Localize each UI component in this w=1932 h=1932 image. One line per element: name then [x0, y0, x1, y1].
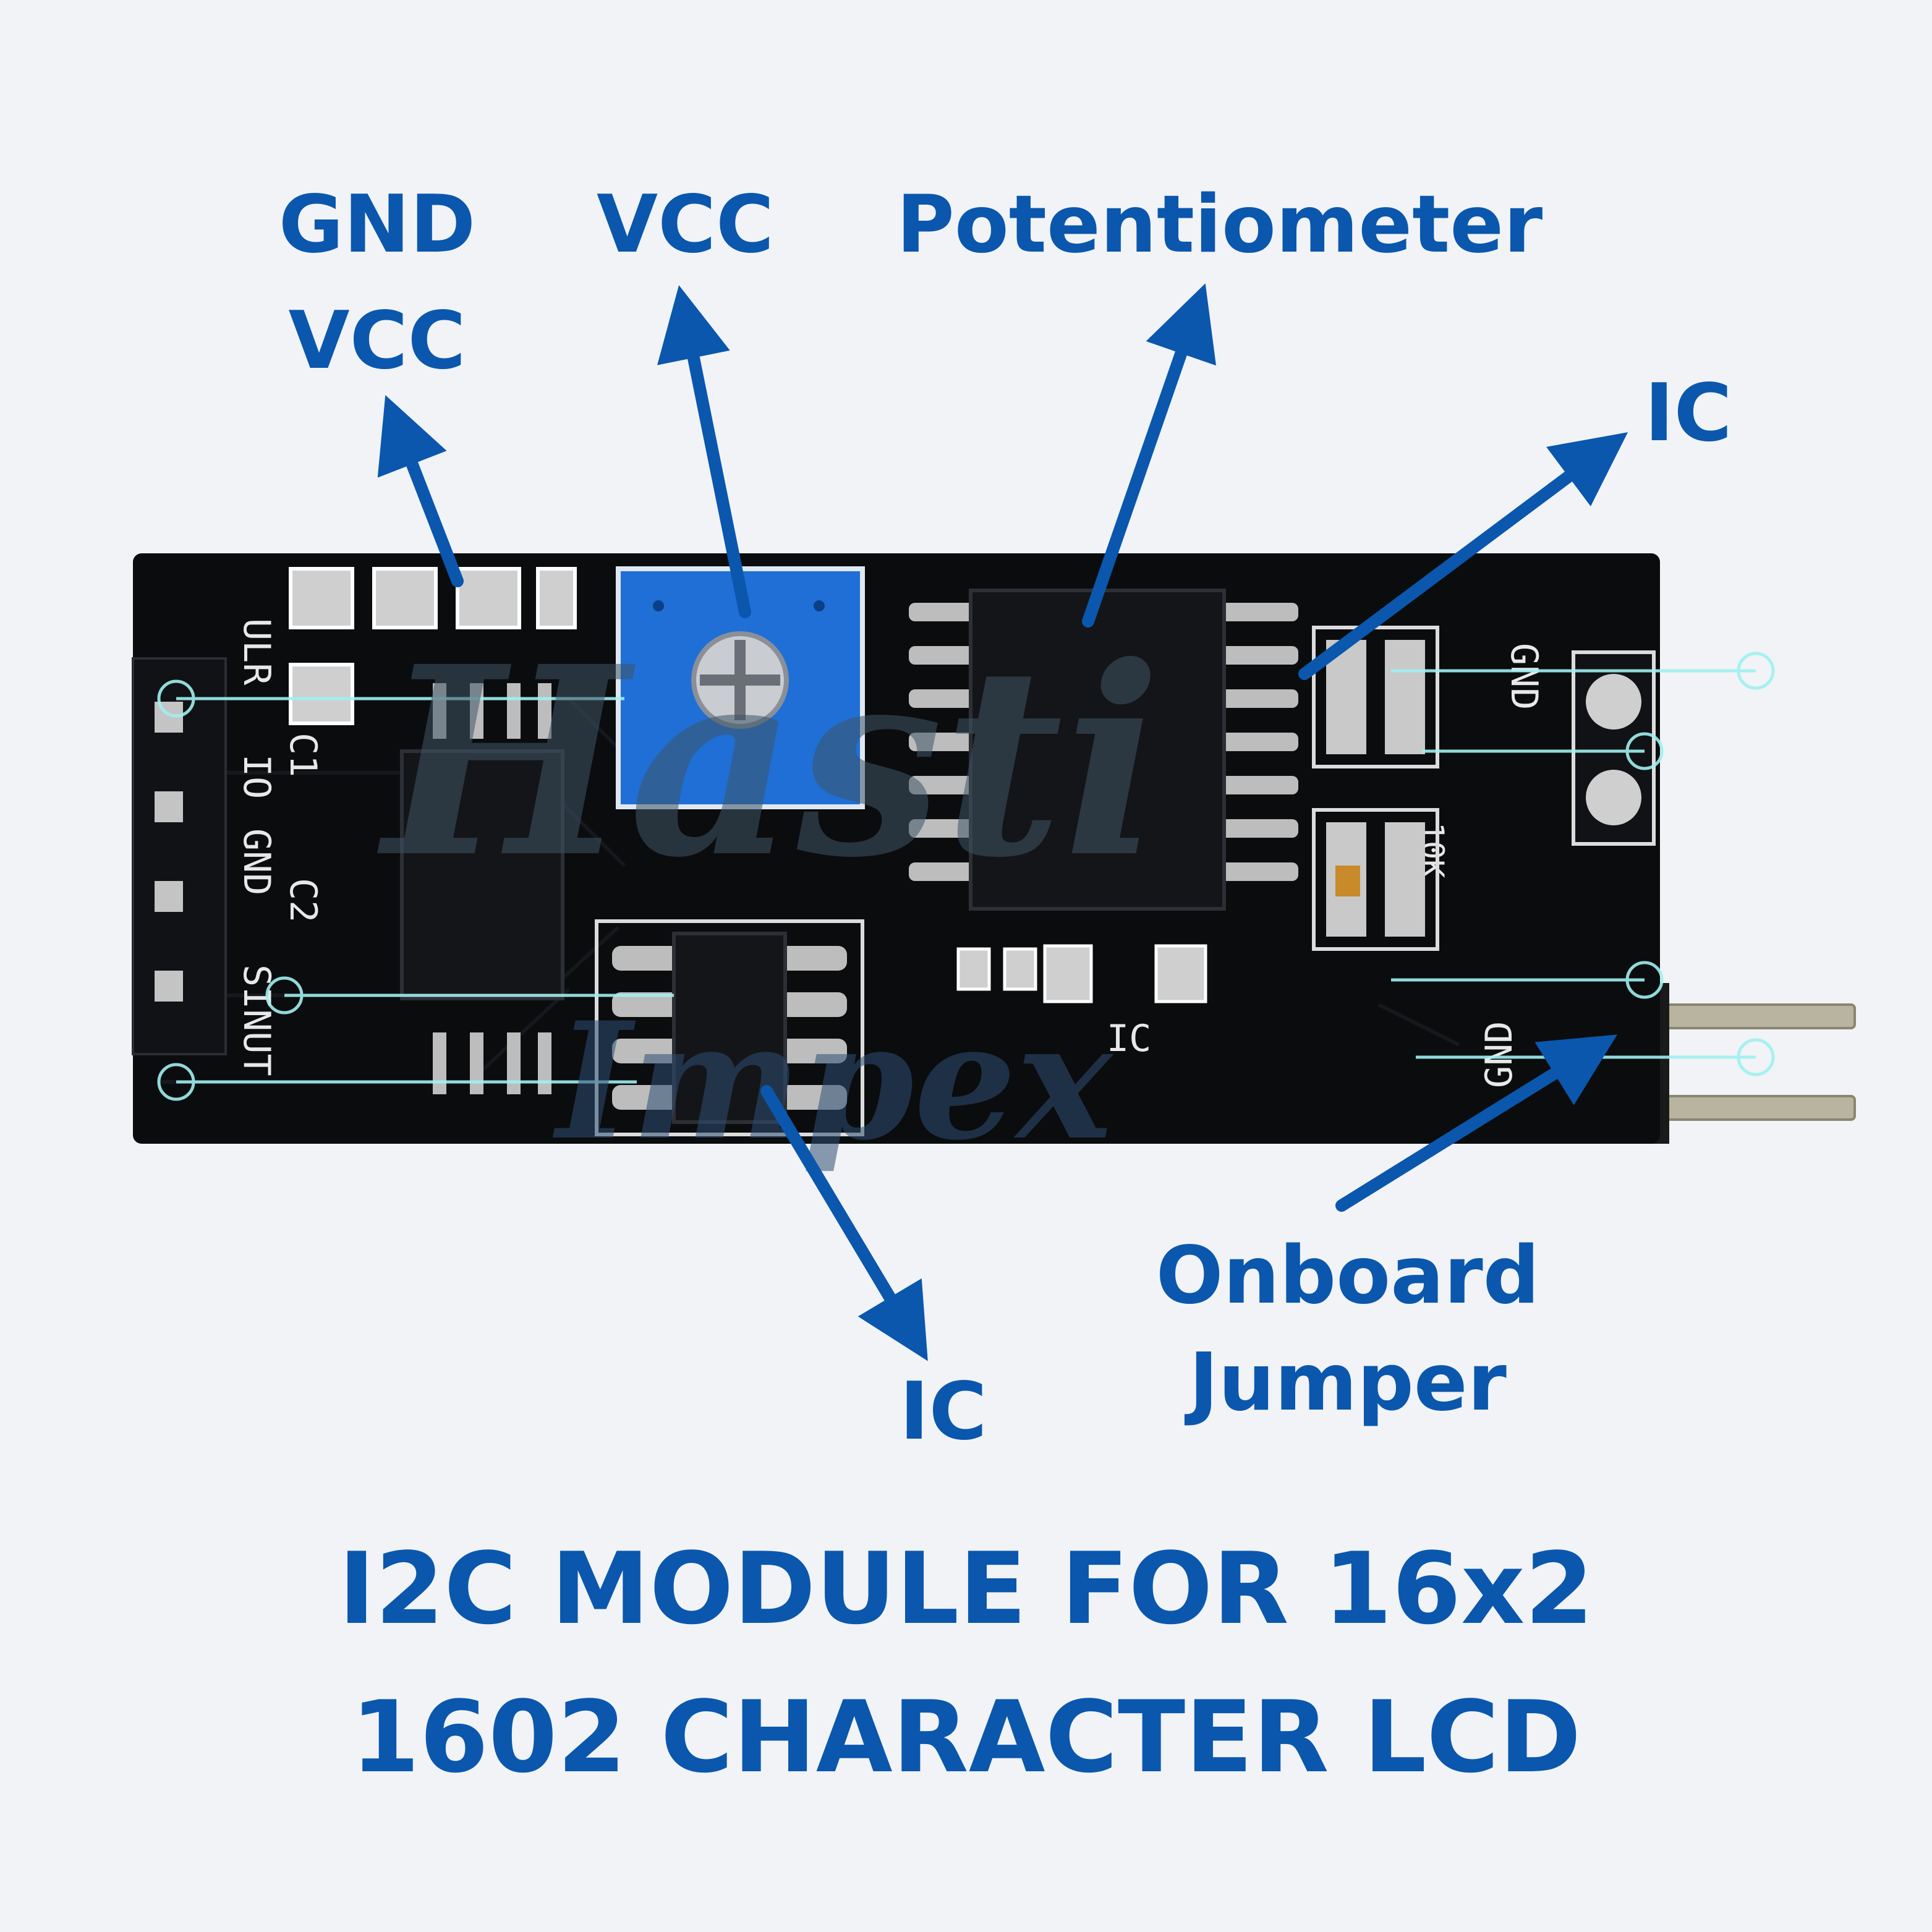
caption-line-2: 1602 CHARACTER LCD — [351, 1679, 1581, 1795]
main-ic — [909, 589, 1298, 911]
arrow-gnd-vcc — [377, 395, 464, 587]
jumper-pads — [1572, 650, 1656, 846]
silk-io: IO — [235, 754, 278, 799]
label-potentiometer: Potentiometer — [896, 179, 1543, 271]
arrow-ic-bottom — [760, 1085, 928, 1361]
label-gnd: GND — [278, 179, 476, 271]
callout-arrows — [377, 283, 1628, 1361]
silk-ic-small: IC — [1107, 1017, 1151, 1060]
smd-pads-top-left — [289, 567, 577, 725]
arrow-onboard-jumper — [1335, 1034, 1617, 1212]
arrow-vcc-top — [657, 285, 751, 618]
decor-lines — [157, 652, 1775, 1101]
label-jumper: Jumper — [1189, 1337, 1507, 1429]
smd-pads-middle — [956, 944, 1207, 1003]
label-ic-bottom: IC — [900, 1366, 987, 1458]
silk-gnd-left: GND — [235, 828, 278, 895]
caption-line-1: I2C MODULE FOR 16x2 — [338, 1531, 1594, 1646]
svg-text:Hasti: Hasti — [375, 610, 1162, 915]
silk-gnd-right-top: GND — [1502, 643, 1546, 710]
label-ic-right: IC — [1645, 367, 1732, 459]
silkscreen-labels: ULR IO GND SINUT C1 C2 IC GND GND 10K — [235, 618, 1546, 1088]
label-onboard: Onboard — [1155, 1230, 1540, 1322]
label-vcc-top: VCC — [597, 179, 774, 271]
silk-gnd-right-bottom: GND — [1478, 1021, 1521, 1088]
label-onboard-jumper: Onboard Jumper — [1138, 1236, 1558, 1423]
left-pin-header — [132, 657, 227, 1055]
watermark-logo: Hasti Impex — [375, 610, 1162, 1176]
silk-c1: C1 — [281, 733, 325, 777]
label-gnd-vcc-left: GND VCC — [260, 185, 495, 381]
arrow-potentiometer — [1082, 283, 1217, 628]
arrow-ic-right — [1298, 432, 1628, 680]
silk-sinut: SINUT — [235, 964, 278, 1076]
svg-text:Impex: Impex — [551, 987, 1115, 1176]
left-transistor-chip — [400, 683, 564, 1094]
silk-ulr: ULR — [235, 618, 278, 686]
label-vcc: VCC — [288, 295, 466, 387]
silk-c2: C2 — [281, 878, 325, 922]
